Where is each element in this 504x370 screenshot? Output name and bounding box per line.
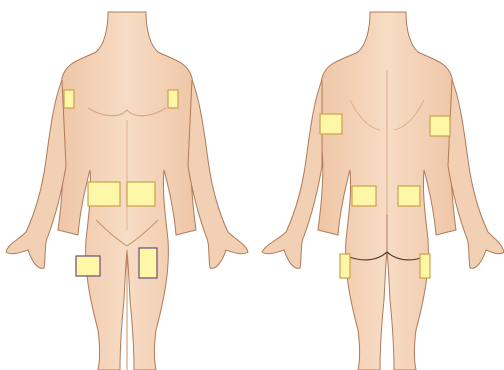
front-right-abdomen-patch [88,182,120,206]
back-right-arm [262,80,322,268]
front-left-abdomen-patch [127,182,155,206]
back-left-thigh-patch [420,254,430,278]
back-right-thigh-patch [340,254,350,278]
front-left-arm [188,80,248,268]
front-right-thigh-patch [76,256,100,276]
front-right-upper-arm-patch [64,90,74,108]
back-figure [262,12,504,370]
back-right-lower-back-patch [352,186,376,206]
front-left-upper-arm-patch [168,90,178,108]
back-left-arm [448,80,504,268]
front-right-arm [6,80,66,268]
back-left-upper-arm-patch [430,116,450,136]
front-left-thigh-patch [139,248,157,278]
back-right-upper-arm-patch [320,114,342,134]
back-left-lower-back-patch [398,186,420,206]
